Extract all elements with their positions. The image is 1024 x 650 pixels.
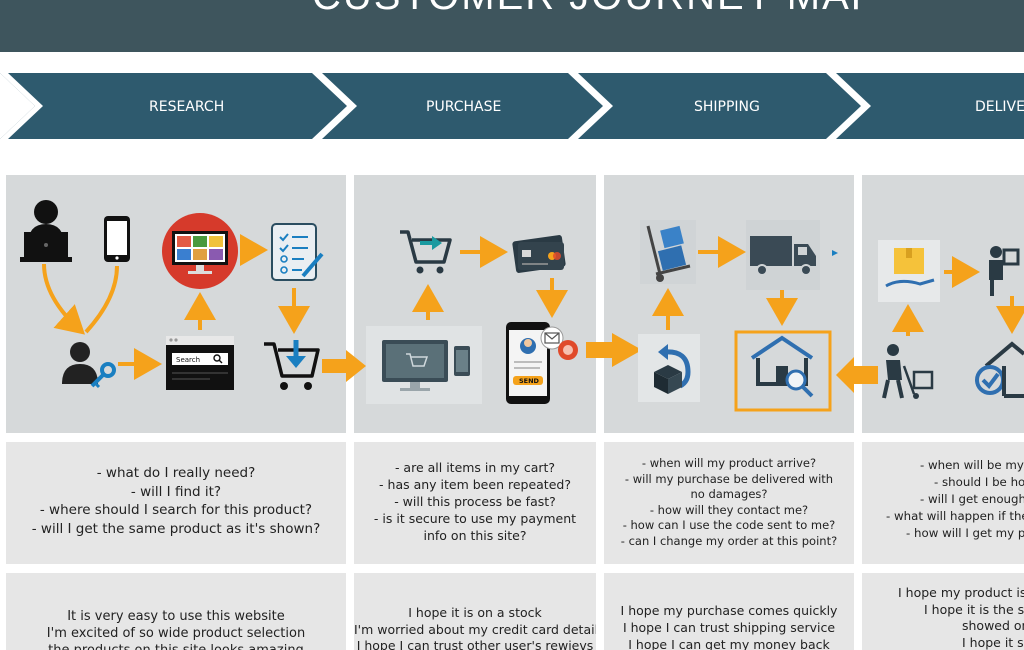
- question-line: - how can I use the code sent to me?: [622, 518, 836, 533]
- question-line: - has any item been repeated?: [379, 477, 571, 492]
- feeling-line: I hope my purchase comes quickly: [620, 603, 838, 618]
- question-line: info on this site?: [423, 528, 527, 543]
- question-line: - will I find it?: [130, 483, 222, 500]
- send-button-label: SEND: [519, 377, 540, 385]
- delivery-person-icon: [882, 344, 934, 399]
- question-line: - can I change my order at this point?: [620, 533, 838, 548]
- online-shop-icon: [162, 213, 238, 289]
- question-line: - will I get the same product as it's sh…: [31, 520, 321, 537]
- question-line: - will this process be fast?: [394, 494, 556, 509]
- stage-label-research: RESEARCH: [149, 99, 225, 115]
- research-feelings: It is very easy to use this website I'm …: [6, 573, 346, 650]
- delivery-truck-icon: [746, 220, 820, 290]
- person-laptop-icon: [20, 200, 72, 262]
- stage-chevron-shipping: [578, 73, 861, 139]
- checklist-icon: [271, 223, 324, 281]
- question-line: - when will be my o: [920, 458, 1024, 472]
- question-line: no damages?: [690, 487, 768, 502]
- feeling-line: I'm worried about my credit card details: [354, 621, 596, 637]
- cart-forward-icon: [400, 230, 452, 274]
- journey-icons: Search: [20, 200, 1024, 412]
- home-search-icon: [734, 330, 832, 412]
- search-browser-icon: Search: [166, 336, 234, 390]
- question-line: - what will happen if they: [886, 509, 1024, 523]
- stage-chevron-research: [0, 73, 347, 139]
- question-line: - should I be hom: [934, 475, 1024, 489]
- shipping-questions: - when will my product arrive? - will my…: [604, 442, 854, 564]
- purchase-feelings: I hope it is on a stock I'm worried abou…: [354, 573, 596, 650]
- feeling-line: showed on: [962, 618, 1024, 633]
- search-box-label: Search: [176, 356, 200, 364]
- feeling-line: I hope I can trust other user's rewievs: [356, 638, 594, 650]
- mobile-payment-icon: SEND: [506, 322, 578, 404]
- feeling-line: I hope I can trust shipping service: [622, 620, 836, 635]
- question-line: - are all items in my cart?: [394, 460, 556, 475]
- home-check-icon: [975, 341, 1024, 398]
- stage-chevrons: [0, 73, 1024, 139]
- stage-label-shipping: SHIPPING: [694, 99, 760, 115]
- feeling-line: I hope it is on a stock: [408, 605, 542, 620]
- research-questions: - what do I really need? - will I find i…: [6, 442, 346, 564]
- question-line: - will I get enough ti: [920, 492, 1024, 506]
- desktop-cart-icon: [366, 326, 482, 404]
- feeling-line: It is very easy to use this website: [67, 609, 285, 624]
- credit-card-icon: [512, 235, 566, 273]
- purchase-questions: - are all items in my cart? - has any it…: [354, 442, 596, 564]
- question-line: - when will my product arrive?: [641, 456, 817, 470]
- stage-transition-arrow: [322, 350, 366, 382]
- question-line: - will my purchase be delivered with: [624, 471, 834, 486]
- add-to-cart-icon: [264, 340, 320, 390]
- page-title: CUSTOMER JOURNEY MAP: [312, 0, 879, 19]
- question-line: - where should I search for this product…: [39, 502, 313, 518]
- question-line: - what do I really need?: [96, 465, 256, 481]
- hand-package-icon: [878, 240, 940, 302]
- stage-chevron-deliver: [836, 73, 1024, 139]
- stage-label-purchase: PURCHASE: [426, 99, 502, 115]
- stage-label-deliver: DELIVER: [975, 99, 1024, 115]
- shipping-feelings: I hope my purchase comes quickly I hope …: [604, 573, 854, 650]
- feeling-line: I hope my product is in: [898, 585, 1024, 600]
- stage-transition-arrow: [836, 357, 878, 393]
- deliver-questions: - when will be my o - should I be hom - …: [862, 442, 1024, 564]
- deliver-feelings: I hope my product is in I hope it is the…: [862, 573, 1024, 650]
- stage-chevron-purchase: [322, 73, 603, 139]
- question-line: - how will they contact me?: [649, 502, 809, 517]
- feeling-line: I hope it su: [962, 634, 1024, 650]
- courier-icon: [989, 246, 1020, 296]
- return-box-icon: [638, 334, 700, 402]
- feeling-line: I hope it is the sam: [924, 601, 1024, 617]
- question-line: - is it secure to use my payment: [373, 511, 577, 526]
- question-line: - how will I get my p: [906, 526, 1024, 540]
- feeling-line: I'm excited of so wide product selection: [46, 626, 306, 641]
- smartphone-icon: [104, 216, 130, 262]
- hand-truck-boxes-icon: [640, 220, 696, 284]
- feeling-line: I hope I can get my money back: [628, 637, 830, 650]
- title-bar: CUSTOMER JOURNEY MAP: [0, 0, 1024, 52]
- stage-transition-arrow: [586, 333, 642, 367]
- user-key-icon: [62, 342, 116, 389]
